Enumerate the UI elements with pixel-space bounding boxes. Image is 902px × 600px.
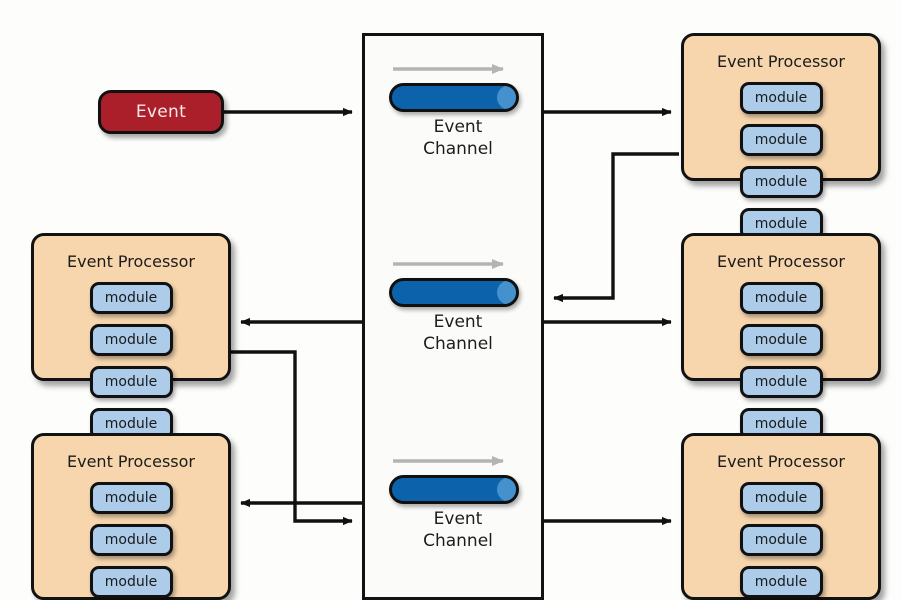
- module[interactable]: module: [89, 282, 173, 314]
- processor-bottom-left-modules: module module module module: [47, 482, 215, 600]
- module[interactable]: module: [739, 166, 823, 198]
- module[interactable]: module: [739, 324, 823, 356]
- module[interactable]: module: [739, 282, 823, 314]
- module[interactable]: module: [89, 524, 173, 556]
- channel-3-flow-arrow-icon: [393, 456, 504, 466]
- channel-1-label-line1: Event: [433, 117, 483, 137]
- channel-1-pipe-cap: [497, 86, 516, 109]
- wire-proc-ml-to-channel3: [225, 350, 353, 526]
- event-source-label: Event: [135, 102, 187, 122]
- processor-bottom-left[interactable]: Event Processor module module module mod…: [31, 433, 231, 600]
- processor-top-right[interactable]: Event Processor module module module mod…: [681, 33, 881, 240]
- module[interactable]: module: [739, 82, 823, 114]
- processor-top-right-modules: module module module module: [697, 82, 865, 240]
- channel-1-label-line2: Channel: [423, 138, 493, 159]
- module[interactable]: module: [739, 124, 823, 156]
- module[interactable]: module: [739, 366, 823, 398]
- processor-mid-right-modules: module module module module: [697, 282, 865, 440]
- channel-3-label-line1: Event: [433, 509, 483, 529]
- module[interactable]: module: [739, 524, 823, 556]
- channel-1-flow-arrow-icon: [393, 64, 504, 74]
- processor-mid-left-title: Event Processor: [67, 252, 195, 271]
- channel-3-pipe-cap: [497, 478, 516, 501]
- processor-mid-right[interactable]: Event Processor module module module mod…: [681, 233, 881, 440]
- channel-2-label-line2: Channel: [423, 333, 493, 354]
- module[interactable]: module: [739, 566, 823, 598]
- channel-3-label-line2: Channel: [423, 530, 493, 551]
- processor-bottom-right[interactable]: Event Processor module module module mod…: [681, 433, 881, 600]
- module[interactable]: module: [89, 482, 173, 514]
- wire-proc-tr-to-channel2: [553, 152, 679, 303]
- module[interactable]: module: [89, 324, 173, 356]
- channel-3-pipe: [389, 475, 519, 504]
- channel-1-label: Event Channel: [365, 117, 551, 161]
- processor-top-right-title: Event Processor: [717, 52, 845, 71]
- event-source-box[interactable]: Event: [98, 90, 224, 134]
- processor-mid-left-modules: module module module module: [47, 282, 215, 440]
- channel-3-label: Event Channel: [365, 509, 551, 553]
- channel-2-pipe-cap: [497, 281, 516, 304]
- processor-mid-right-title: Event Processor: [717, 252, 845, 271]
- event-broker-container: Event Channel Event Channel: [362, 33, 544, 600]
- processor-bottom-right-modules: module module module module: [697, 482, 865, 600]
- processor-bottom-right-title: Event Processor: [717, 452, 845, 471]
- channel-2-label: Event Channel: [365, 312, 551, 356]
- channel-1-pipe: [389, 83, 519, 112]
- processor-mid-left[interactable]: Event Processor module module module mod…: [31, 233, 231, 440]
- channel-2-label-line1: Event: [433, 312, 483, 332]
- module[interactable]: module: [89, 366, 173, 398]
- channel-2-flow-arrow-icon: [393, 259, 504, 269]
- module[interactable]: module: [739, 482, 823, 514]
- module[interactable]: module: [89, 566, 173, 598]
- processor-bottom-left-title: Event Processor: [67, 452, 195, 471]
- channel-2-pipe: [389, 278, 519, 307]
